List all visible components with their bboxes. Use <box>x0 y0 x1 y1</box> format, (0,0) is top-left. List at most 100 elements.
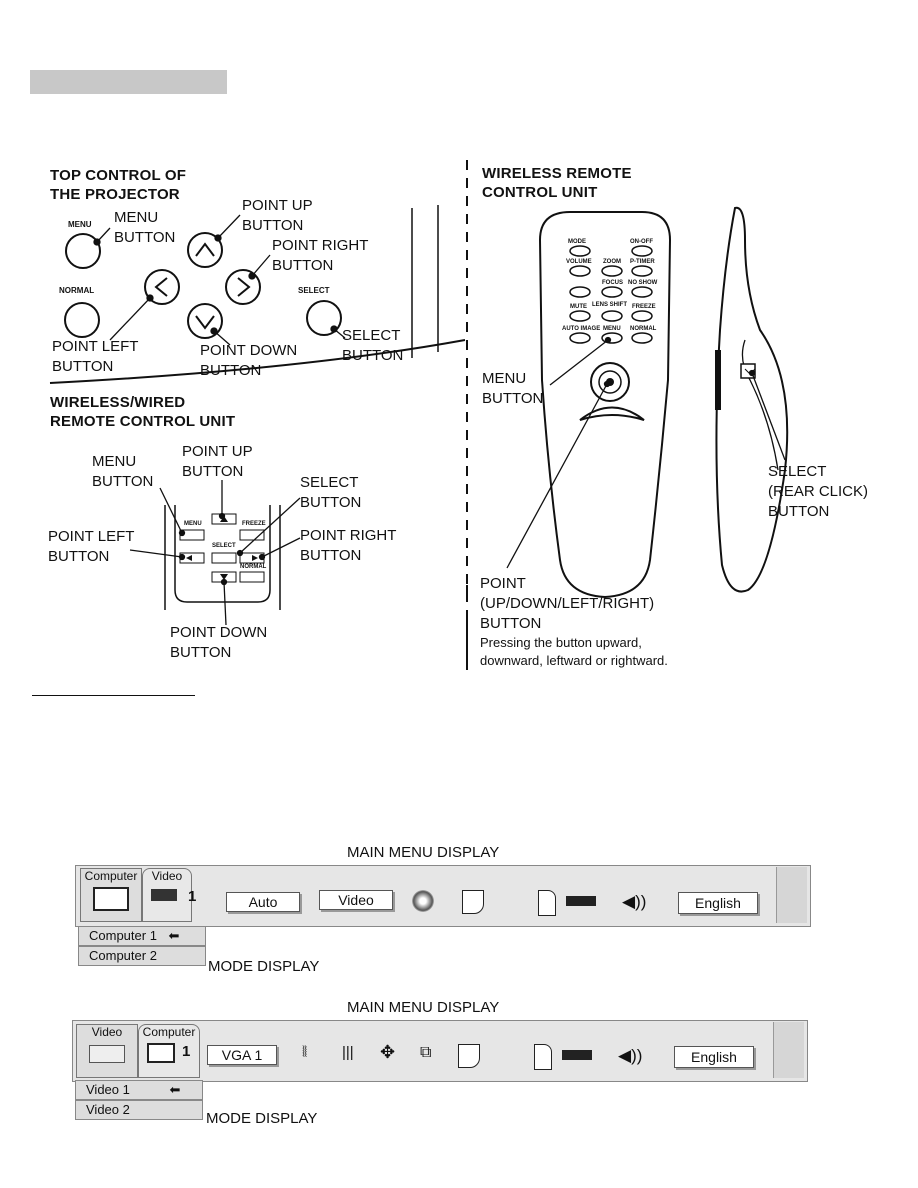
point-up-callout: POINT UP BUTTON <box>242 196 313 236</box>
wired-point-up-callout: POINT UP BUTTON <box>182 442 253 482</box>
tab-computer-label: Computer <box>142 1025 196 1039</box>
projector-icon[interactable] <box>566 896 596 906</box>
wired-remote-title: WIRELESS/WIRED REMOTE CONTROL UNIT <box>50 393 235 431</box>
callout-line: (REAR CLICK) <box>768 483 869 500</box>
mode-display-caption-1: MODE DISPLAY <box>208 958 320 975</box>
callout-line: BUTTON <box>300 547 362 564</box>
note-line: Pressing the button upward, <box>480 635 642 650</box>
callout-line: BUTTON <box>114 229 176 246</box>
tab-video-selected[interactable]: Video <box>142 868 192 922</box>
select-button-callout: SELECT BUTTON <box>342 326 403 366</box>
language-option[interactable]: English <box>678 892 758 914</box>
mode-item-label: Computer 1 <box>89 928 157 943</box>
top-control-title-line1: TOP CONTROL OF <box>50 167 187 184</box>
auto-option[interactable]: Auto <box>226 892 300 912</box>
key-noshow: NO SHOW <box>628 280 658 286</box>
callout-line: MENU <box>114 209 159 226</box>
point-up-key <box>187 232 223 268</box>
callout-line: SELECT <box>342 327 401 344</box>
wired-select-callout: SELECT BUTTON <box>300 473 361 513</box>
computer-icon <box>93 887 129 911</box>
setting-icon[interactable] <box>534 1044 552 1070</box>
fine-sync-icon[interactable]: ⦚⦚ <box>302 1044 307 1061</box>
note-line: downward, leftward or rightward. <box>480 653 668 668</box>
mode-item-computer-2[interactable]: Computer 2 <box>78 946 206 966</box>
key-freeze: FREEZE <box>632 304 656 310</box>
setting-icon[interactable] <box>538 890 556 916</box>
tab-computer-label: Computer <box>84 869 138 883</box>
key-lensshift: LENS SHIFT <box>592 302 628 308</box>
key-volume: VOLUME <box>566 259 592 265</box>
callout-line: BUTTON <box>48 548 110 565</box>
callout-line: SELECT <box>300 474 359 491</box>
arrow-left-icon: ⬅ <box>169 1082 181 1097</box>
select-key-label: SELECT <box>298 286 330 295</box>
menu-scroll-handle-2[interactable] <box>773 1022 804 1078</box>
wireless-title-line2: CONTROL UNIT <box>482 184 598 201</box>
language-option[interactable]: English <box>674 1046 754 1068</box>
callout-line: BUTTON <box>480 615 542 632</box>
callout-line: BUTTON <box>92 473 154 490</box>
position-icon[interactable]: ✥ <box>380 1042 396 1062</box>
key-mute: MUTE <box>570 304 587 310</box>
tab-video[interactable]: Video <box>76 1024 138 1078</box>
key-zoom: ZOOM <box>603 259 621 265</box>
screen-icon[interactable] <box>458 1044 480 1068</box>
callout-line: BUTTON <box>170 644 232 661</box>
speaker-icon[interactable]: ◀)) <box>618 1046 643 1065</box>
wired-point-left-callout: POINT LEFT BUTTON <box>48 527 134 567</box>
key-onoff: ON-OFF <box>630 239 653 245</box>
speaker-icon[interactable]: ◀)) <box>622 892 647 911</box>
callout-line: MENU <box>482 370 527 387</box>
key-menu: MENU <box>603 326 621 332</box>
wireless-title-line1: WIRELESS REMOTE <box>482 165 632 182</box>
callout-line: MENU <box>92 453 137 470</box>
wired-menu-callout: MENU BUTTON <box>92 452 153 492</box>
main-menu-caption-2: MAIN MENU DISPLAY <box>347 999 500 1016</box>
wired-title-line2: REMOTE CONTROL UNIT <box>50 413 236 430</box>
pc-adjust-icon[interactable]: ⧉ <box>420 1044 432 1061</box>
mode-display-caption-2: MODE DISPLAY <box>206 1110 318 1127</box>
vga-option[interactable]: VGA 1 <box>207 1045 277 1065</box>
callout-line: POINT UP <box>242 197 313 214</box>
callout-line: BUTTON <box>768 503 830 520</box>
callout-line: SELECT <box>768 463 827 480</box>
mode-item-video-1[interactable]: Video 1 ⬅ <box>75 1080 203 1100</box>
callout-line: BUTTON <box>300 494 362 511</box>
callout-line: BUTTON <box>482 390 544 407</box>
callout-line: POINT UP <box>182 443 253 460</box>
mode-item-computer-1[interactable]: Computer 1 ⬅ <box>78 926 206 946</box>
menu-key-circle <box>65 233 101 269</box>
callout-line: POINT <box>480 575 526 592</box>
picture-icon[interactable] <box>412 890 434 912</box>
main-menu-caption-1: MAIN MENU DISPLAY <box>347 844 500 861</box>
point-down-callout: POINT DOWN BUTTON <box>200 341 297 381</box>
callout-line: BUTTON <box>272 257 334 274</box>
mode-item-video-2[interactable]: Video 2 <box>75 1100 203 1120</box>
total-dots-icon[interactable]: ||| <box>342 1044 354 1061</box>
video-option[interactable]: Video <box>319 890 393 910</box>
wireless-remote-title: WIRELESS REMOTE CONTROL UNIT <box>482 164 632 202</box>
callout-line: BUTTON <box>242 217 304 234</box>
key-ptimer: P-TIMER <box>630 259 655 265</box>
screen-icon[interactable] <box>462 890 484 914</box>
tab-computer-selected[interactable]: Computer <box>138 1024 200 1078</box>
key-mode: MODE <box>568 239 586 245</box>
tab-computer[interactable]: Computer <box>80 868 142 922</box>
video-deck-icon <box>89 1045 125 1063</box>
menu-scroll-handle-1[interactable] <box>776 867 807 923</box>
key-autoimage: AUTO IMAGE <box>562 326 601 332</box>
wired-point-down-callout: POINT DOWN BUTTON <box>170 623 267 663</box>
wired-key-menu: MENU <box>184 521 202 527</box>
tab-video-label: Video <box>151 869 183 883</box>
wireless-point-callout: POINT (UP/DOWN/LEFT/RIGHT) BUTTON <box>480 574 654 634</box>
normal-key-circle <box>64 302 100 338</box>
source-number: 1 <box>188 888 197 905</box>
source-number: 1 <box>182 1043 191 1060</box>
callout-line: POINT LEFT <box>48 528 135 545</box>
point-button-note: Pressing the button upward, downward, le… <box>480 634 668 670</box>
wired-key-select: SELECT <box>212 543 236 549</box>
callout-line: BUTTON <box>52 358 114 375</box>
projector-icon[interactable] <box>562 1050 592 1060</box>
